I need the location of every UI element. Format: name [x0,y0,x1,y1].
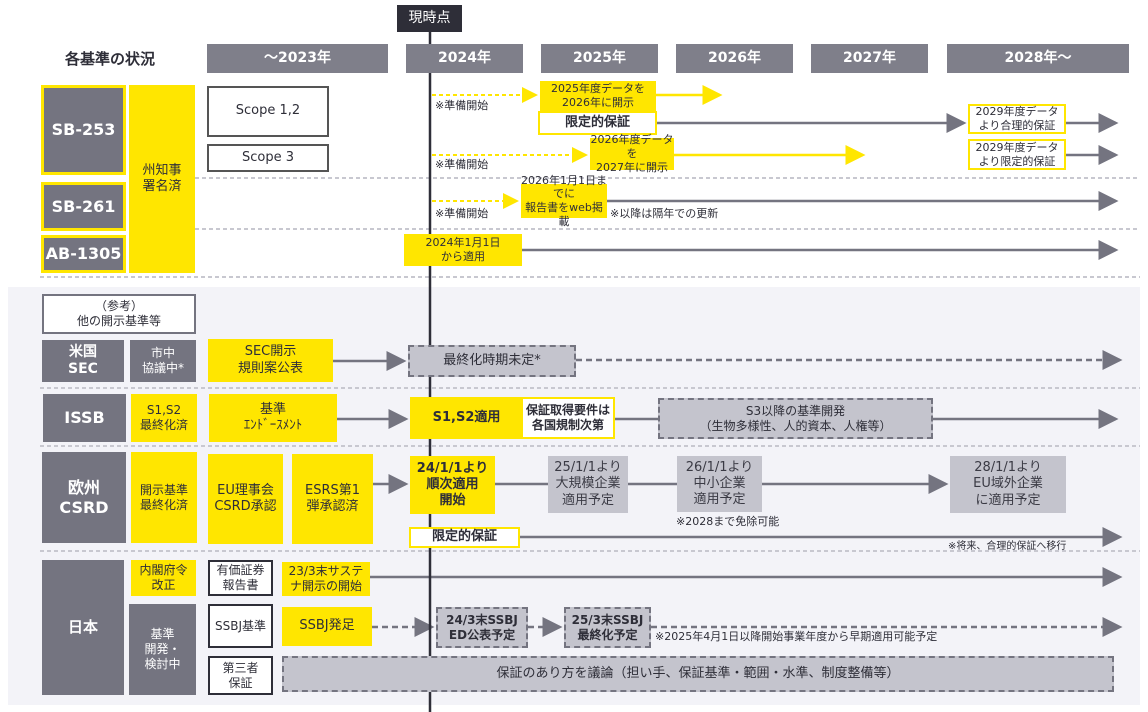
issb-endorsement: 基準 ｴﾝﾄﾞｰｽﾒﾝﾄ [209,394,337,442]
issb-s3-development: S3以降の基準開発 （生物多様性、人的資本、人権等） [658,398,933,439]
disclosure-arrows [656,85,866,165]
sb253-limited-assurance: 限定的保証 [538,111,657,135]
ssbj-established: SSBJ発足 [282,607,372,646]
sb253-reasonable-2029: 2029年度データ より合理的保証 [968,104,1066,134]
eu-status: 開示基準 最終化済 [131,452,197,543]
eu-limited-assurance: 限定的保証 [409,527,520,548]
sb261-label: SB-261 [41,182,126,231]
eu-phased-start: 24/1/1より 順次適用 開始 [410,456,495,514]
prep-note: ※準備開始 [435,207,489,220]
japan-standard-dev: 基準 開発・ 検討中 [129,604,196,695]
reference-title: （参考） 他の開示基準等 [42,294,196,334]
scope3-box: Scope 3 [207,144,329,172]
sec-finalization-tbd: 最終化時期未定* [408,345,576,377]
japan-disclosure-start: 23/3末サステ ナ開示の開始 [282,562,370,596]
year-header: 2024年 [406,44,523,73]
eu-large-companies: 25/1/1より 大規模企業 適用予定 [548,456,628,513]
sb253-label: SB-253 [41,85,126,175]
sb253-limited-2029: 2029年度データ より限定的保証 [968,139,1066,170]
prep-note: ※準備開始 [435,99,489,112]
ab1305-effective: 2024年1月1日 から適用 [404,234,522,266]
governor-signed: 州知事 署名済 [129,85,195,273]
issb-status: S1,S2 最終化済 [131,394,197,442]
year-header: 2026年 [676,44,793,73]
japan-securities-report: 有価証券 報告書 [208,560,273,596]
japan-ssbj-standard: SSBJ基準 [208,604,273,648]
japan-ordinance-amend: 内閣府令 改正 [131,560,196,596]
year-header: ～2023年 [207,44,388,73]
japan-label: 日本 [42,560,124,695]
ssbj-finalization: 25/3末SSBJ 最終化予定 [564,607,651,648]
esrs-approved: ESRS第1 弾承認済 [292,454,373,544]
timeline-arrows [333,113,1123,587]
year-header: 2028年～ [947,44,1129,73]
eu-csrd-label: 欧州 CSRD [42,452,126,543]
eu-sme-note: ※2028まで免除可能 [676,515,780,528]
year-header: 2027年 [811,44,928,73]
sb253-disclosure-2026: 2026年度データを 2027年に開示 [590,133,674,174]
eu-non-eu-companies: 28/1/1より EU域外企業 に適用予定 [950,456,1066,513]
sb261-web-publication: 2026年1月1日までに 報告書をweb掲載 [521,173,607,228]
japan-assurance-discussion: 保証のあり方を議論（担い手、保証基準・範囲・水準、制度整備等） [282,656,1114,692]
eu-assurance-note: ※将来、合理的保証へ移行 [948,541,1067,552]
sb253-disclosure-2025: 2025年度データを 2026年に開示 [540,81,656,111]
scope12-box: Scope 1,2 [207,86,329,137]
ab1305-label: AB-1305 [41,235,126,273]
dashed-arrows [372,350,1123,637]
row-separators [40,177,1140,552]
ssbj-ed-release: 24/3末SSBJ ED公表予定 [436,607,528,648]
eu-council-approval: EU理事会 CSRD承認 [208,454,283,544]
section-title: 各基準の状況 [65,50,156,68]
issb-label: ISSB [43,394,126,442]
eu-sme: 26/1/1より 中小企業 適用予定 [677,456,762,512]
ssbj-early-adoption-note: ※2025年4月1日以降開始事業年度から早期適用可能予定 [655,630,938,643]
prep-lines [432,87,588,209]
now-marker: 現時点 [397,5,462,32]
sec-proposed-rule: SEC開示 規則案公表 [208,339,333,382]
japan-third-party-assurance: 第三者 保証 [208,656,273,695]
issb-assurance-note: 保証取得要件は 各国規制次第 [523,397,615,439]
issb-s1s2-apply: S1,S2適用 [410,397,523,439]
us-sec-label: 米国 SEC [42,340,124,382]
year-header: 2025年 [541,44,658,73]
sb261-biennial-note: ※以降は隔年での更新 [610,207,719,220]
us-sec-status: 市中 協議中* [130,340,196,382]
prep-note: ※準備開始 [435,158,489,171]
